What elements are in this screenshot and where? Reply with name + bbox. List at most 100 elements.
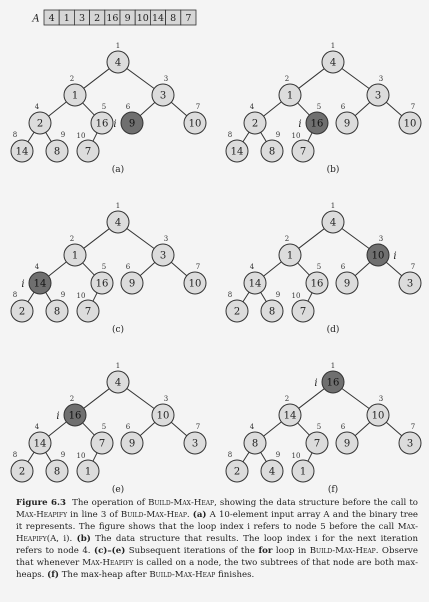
node-value: 7: [314, 439, 320, 450]
tree-node: [106, 50, 130, 74]
tree-edge: [307, 452, 313, 462]
array-cell-value: 4: [49, 13, 55, 24]
tree-edge: [385, 101, 403, 117]
node-value: 10: [157, 411, 170, 422]
caption-procedure: Max-Heapify: [16, 510, 68, 520]
tree-node: [321, 50, 345, 74]
panel-label: (d): [327, 324, 340, 335]
tree-node: [63, 243, 87, 267]
node-index-label: 2: [70, 75, 74, 83]
node-index-label: 9: [276, 291, 280, 299]
tree-node: [335, 111, 359, 135]
tree-edge: [170, 101, 188, 117]
node-value: 1: [300, 467, 306, 478]
node-index-label: 6: [126, 103, 131, 111]
caption-text: The data structure that results. The loo…: [16, 534, 418, 556]
tree-edge: [341, 228, 370, 249]
tree-edge: [354, 262, 371, 276]
caption-text: A 10-element input array A and the binar…: [16, 510, 418, 532]
node-value: 7: [85, 307, 91, 318]
tree-node: [243, 111, 267, 135]
tree-node: [183, 271, 207, 295]
caption-procedure: Build-Max-Heap: [309, 546, 376, 556]
node-index-label: 2: [285, 235, 289, 243]
node-index-label: 7: [196, 103, 200, 111]
array-cell-value: 8: [170, 13, 176, 24]
tree-node: [106, 370, 130, 394]
tree-edge: [92, 452, 98, 462]
node-index-label: 8: [13, 291, 17, 299]
tree-node: [243, 431, 267, 455]
array-cell-value: 10: [137, 13, 149, 24]
node-index-label: 8: [228, 131, 232, 139]
node-value: 4: [115, 58, 121, 69]
array-name-label: A: [31, 14, 39, 25]
caption-procedure: Max-Heapify: [16, 522, 418, 544]
tree-node: [120, 271, 144, 295]
caption-panel-ref: (f): [47, 570, 59, 580]
node-index-label: 3: [379, 395, 383, 403]
node-index-label: 9: [61, 291, 65, 299]
tree-node: [243, 271, 267, 295]
loop-index-marker: i: [298, 119, 301, 130]
tree-edge: [45, 452, 52, 462]
node-value: 4: [330, 218, 336, 229]
tree-edge: [242, 131, 250, 143]
tree-node: [260, 299, 284, 323]
node-value: 8: [269, 147, 275, 158]
tree-edge: [126, 228, 155, 249]
panel-label: (b): [327, 164, 340, 175]
caption-text: (A, i).: [46, 534, 77, 544]
tree-node: [151, 83, 175, 107]
tree-node: [335, 271, 359, 295]
tree-edge: [27, 291, 35, 303]
tree-node: [10, 139, 34, 163]
node-value: 2: [234, 467, 240, 478]
array-cell: [180, 9, 197, 26]
node-value: 7: [85, 147, 91, 158]
tree-edge: [297, 102, 310, 116]
tree-node: [225, 299, 249, 323]
tree-edge: [170, 421, 188, 437]
tree-node: [120, 431, 144, 455]
node-value: 8: [54, 147, 60, 158]
tree-edge: [45, 292, 52, 302]
node-value: 9: [344, 279, 350, 290]
caption-procedure: Max-Heapify: [82, 558, 134, 568]
array-cell-value: 3: [79, 13, 85, 24]
node-index-label: 1: [116, 362, 120, 370]
tree-edge: [297, 422, 310, 436]
tree-edge: [385, 421, 403, 437]
node-value: 16: [327, 378, 340, 389]
node-index-label: 5: [102, 423, 106, 431]
tree-node: [291, 139, 315, 163]
node-index-label: 4: [250, 103, 255, 111]
node-value: 7: [300, 307, 306, 318]
node-value: 16: [311, 119, 324, 130]
tree-node: [278, 83, 302, 107]
tree-edge: [242, 451, 250, 463]
tree-node: [76, 299, 100, 323]
caption-text: .: [186, 510, 193, 520]
array-cell-value: 16: [106, 13, 118, 24]
tree-edge: [139, 422, 156, 436]
node-value: 4: [115, 218, 121, 229]
node-value: 1: [85, 467, 91, 478]
tree-node: [45, 459, 69, 483]
caption-text: . Observe that whenever: [16, 546, 418, 568]
node-index-label: 2: [285, 75, 289, 83]
node-value: 3: [192, 439, 198, 450]
node-value: 10: [372, 251, 385, 262]
tree-edge: [260, 132, 267, 142]
node-value: 3: [375, 91, 381, 102]
node-value: 10: [372, 411, 385, 422]
node-index-label: 7: [411, 103, 415, 111]
node-value: 3: [407, 439, 413, 450]
node-index-label: 6: [341, 263, 346, 271]
node-index-label: 3: [379, 75, 383, 83]
node-value: 2: [252, 119, 258, 130]
tree-edge: [126, 388, 155, 409]
